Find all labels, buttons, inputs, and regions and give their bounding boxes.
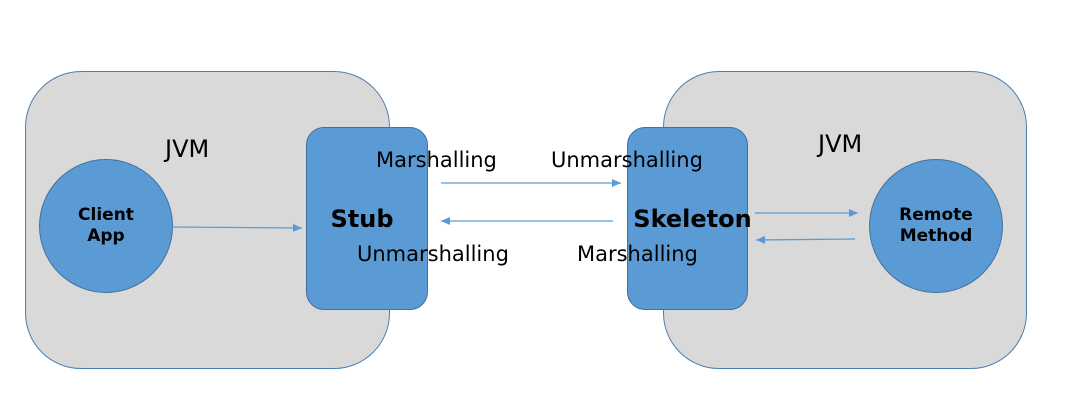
- client-app-label-line1: Client: [78, 205, 134, 225]
- remote-method-label-line1: Remote: [899, 205, 973, 225]
- right-jvm-label: JVM: [818, 130, 863, 158]
- stub-unmarshalling-label: Unmarshalling: [357, 242, 509, 266]
- arrow-client-to-stub: [171, 223, 303, 232]
- remote-method-node: Remote Method: [869, 159, 1003, 293]
- skeleton-label: Skeleton: [633, 204, 752, 233]
- client-app-node: Client App: [39, 159, 173, 293]
- stub-label: Stub: [330, 204, 394, 233]
- left-jvm-label: JVM: [165, 135, 210, 163]
- client-app-label-line2: App: [87, 226, 125, 246]
- remote-method-label-line2: Method: [899, 226, 973, 246]
- stub-box: Stub: [306, 127, 428, 310]
- skeleton-unmarshalling-label: Unmarshalling: [551, 148, 703, 172]
- skeleton-marshalling-label: Marshalling: [577, 242, 698, 266]
- arrow-remote-method-to-skeleton: [755, 235, 856, 244]
- stub-marshalling-label: Marshalling: [376, 148, 497, 172]
- skeleton-box: Skeleton: [627, 127, 752, 310]
